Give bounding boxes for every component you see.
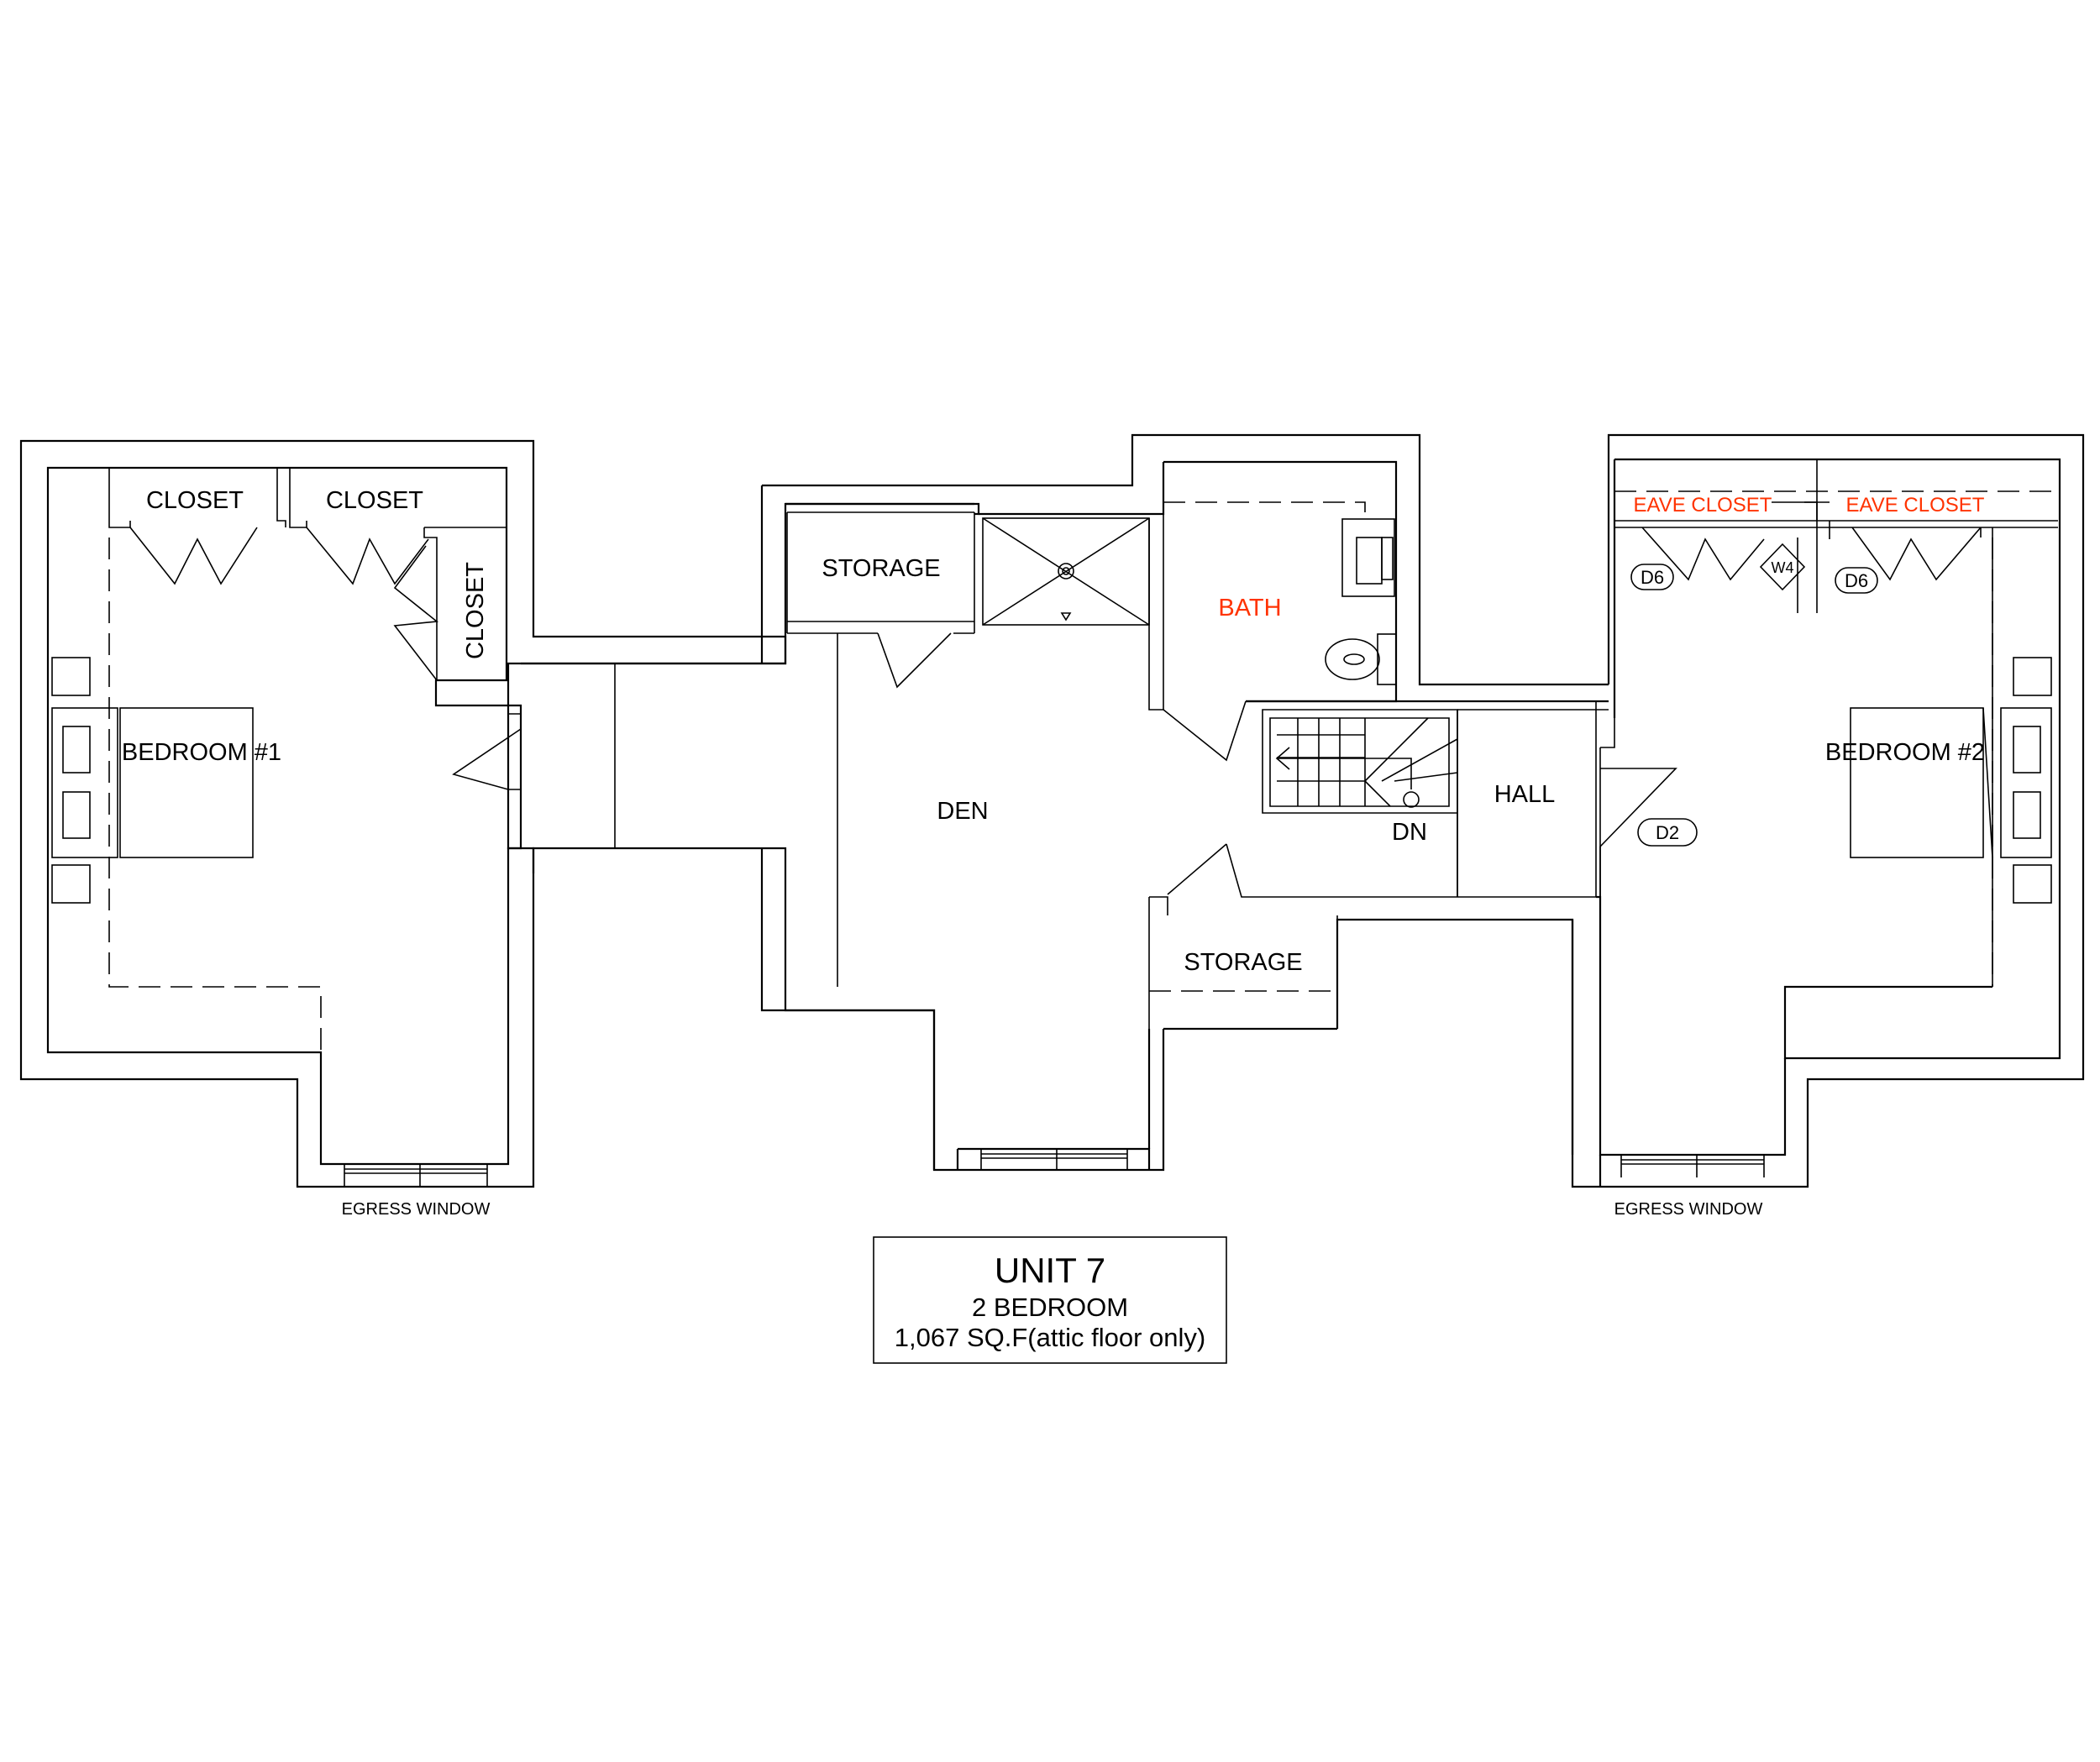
- center-block: [760, 433, 1609, 1170]
- link-corridor: [521, 502, 1165, 1172]
- room-label-den: DEN: [937, 798, 988, 825]
- room-label-hall: HALL: [1494, 781, 1556, 808]
- egress-window-label-left: EGRESS WINDOW: [342, 1200, 491, 1219]
- right-wing: [1571, 433, 2085, 1188]
- tag-d2: D2: [1656, 822, 1679, 843]
- room-label-closet-3: CLOSET: [462, 562, 489, 659]
- room-label-bath: BATH: [1218, 595, 1281, 621]
- room-label-closet-2: CLOSET: [326, 487, 423, 514]
- tag-d6-left: D6: [1641, 567, 1664, 588]
- left-wing: [19, 439, 787, 1188]
- room-label-bedroom-1: BEDROOM #1: [122, 739, 281, 766]
- egress-window-label-right: EGRESS WINDOW: [1614, 1200, 1763, 1219]
- door-tags: [1630, 564, 1878, 847]
- title-block-frame: [873, 1236, 1227, 1364]
- tag-d6-right: D6: [1845, 570, 1868, 591]
- stair-label-dn: DN: [1392, 819, 1427, 846]
- title-bedrooms: 2 BEDROOM: [972, 1293, 1128, 1322]
- room-label-eave-closet-1: EAVE CLOSET: [1634, 494, 1772, 517]
- room-label-closet-1: CLOSET: [146, 487, 244, 514]
- room-label-bedroom-2: BEDROOM #2: [1825, 739, 1985, 766]
- room-label-storage-top: STORAGE: [822, 555, 940, 582]
- title-area: 1,067 SQ.F(attic floor only): [895, 1323, 1205, 1352]
- room-label-storage-bottom: STORAGE: [1184, 949, 1302, 976]
- title-unit: UNIT 7: [995, 1251, 1105, 1290]
- room-label-eave-closet-2: EAVE CLOSET: [1846, 494, 1985, 517]
- tag-w4: W4: [1772, 559, 1794, 576]
